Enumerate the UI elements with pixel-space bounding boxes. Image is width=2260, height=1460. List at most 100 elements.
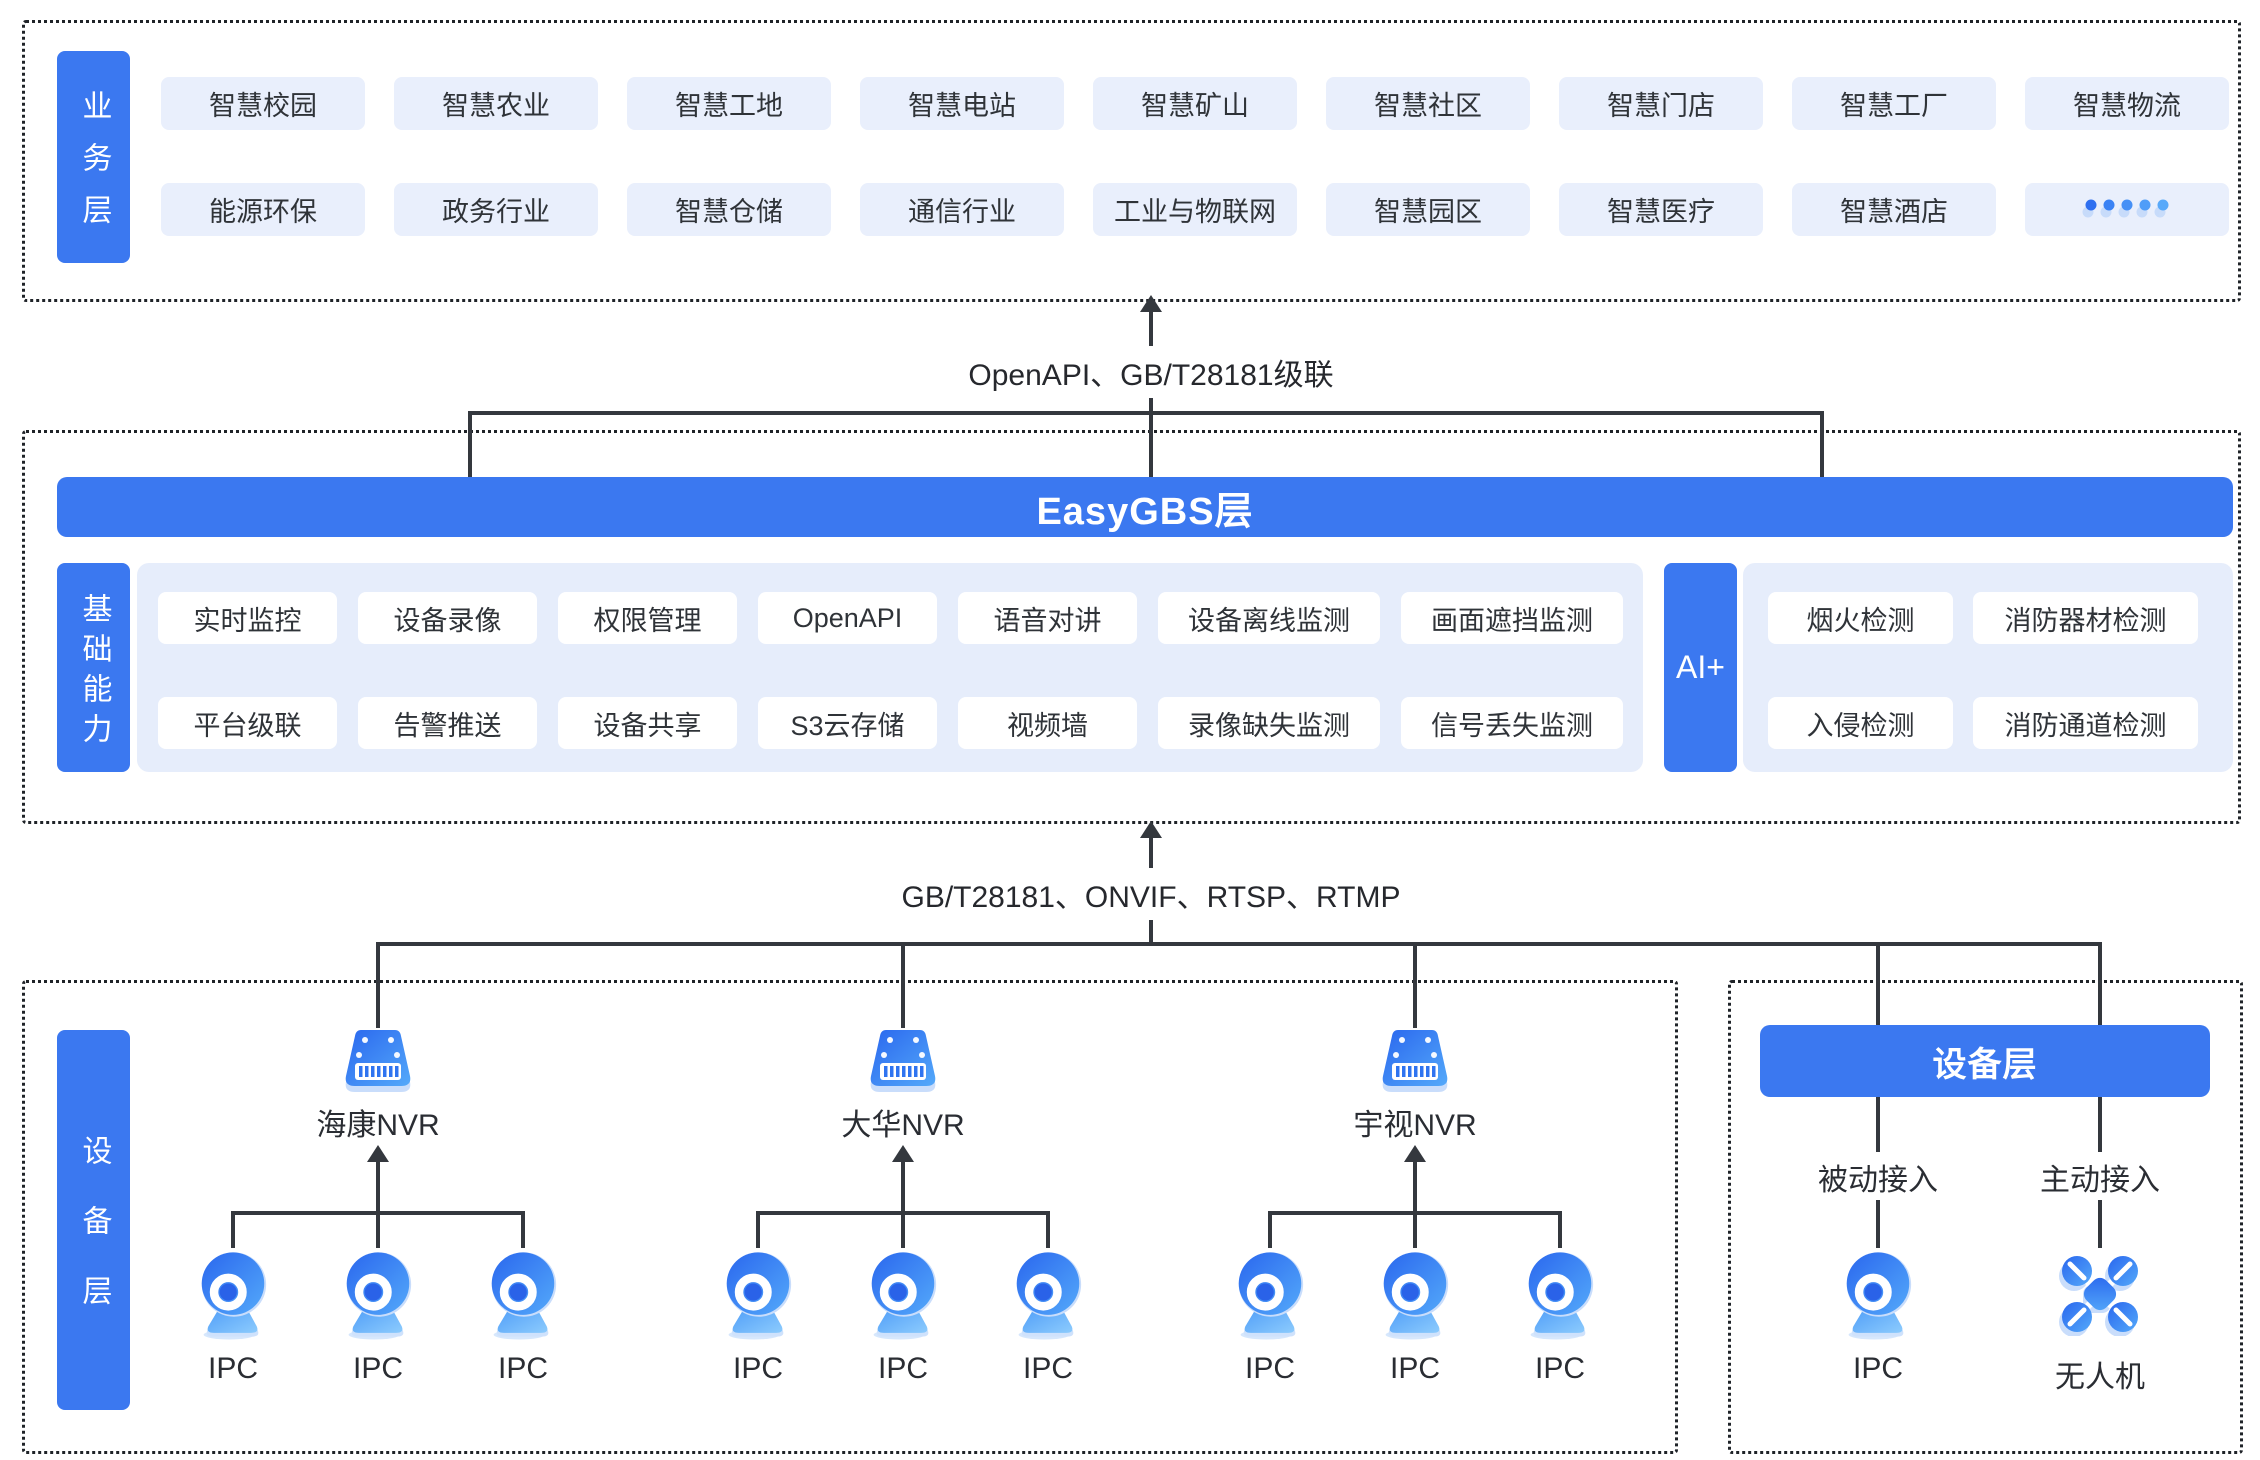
arrow-up-to-nvr	[892, 1145, 914, 1162]
drop-line-uniview	[1413, 942, 1417, 1028]
ipc-label: IPC	[352, 1352, 403, 1385]
ai-chip: 消防通道检测	[1973, 697, 2198, 749]
ipc-label: IPC	[1389, 1352, 1440, 1385]
ipc-label: IPC	[877, 1352, 928, 1385]
nvr-tree-branch	[756, 1211, 760, 1248]
business-chip: 智慧工厂	[1792, 77, 1996, 130]
drone-icon	[2058, 1252, 2142, 1336]
business-layer-label: 业务层	[77, 90, 111, 246]
nvr-tree-stem	[901, 1160, 905, 1248]
nvr-tree-bracket	[756, 1211, 1050, 1215]
business-chip-grid: 智慧校园 智慧农业 智慧工地 智慧电站 智慧矿山 智慧社区 智慧门店 智慧工厂 …	[161, 77, 2229, 236]
ipc-label: IPC	[732, 1352, 783, 1385]
capability-chip: 语音对讲	[958, 592, 1137, 644]
drop-line-dahua	[901, 942, 905, 1028]
nvr-tree-branch	[521, 1211, 525, 1248]
bracket-horizontal	[468, 411, 1824, 415]
ipc-label: IPC	[1244, 1352, 1295, 1385]
nvr-tree-branch	[1046, 1211, 1050, 1248]
protocol-label-top: OpenAPI、GB/T28181级联	[954, 346, 1348, 398]
capabilities-chip-grid: 实时监控 设备录像 权限管理 OpenAPI 语音对讲 设备离线监测 画面遮挡监…	[158, 592, 1623, 749]
drop-line-hikvision	[376, 942, 380, 1028]
ipc-camera-icon	[197, 1248, 269, 1340]
business-chip: 智慧电站	[860, 77, 1064, 130]
easygbs-bar: EasyGBS层	[57, 477, 2233, 537]
capability-chip: 设备离线监测	[1158, 592, 1380, 644]
business-chip: 智慧酒店	[1792, 183, 1996, 236]
business-chip-more	[2025, 183, 2229, 236]
active-device-label: 无人机	[2055, 1361, 2145, 1394]
arrow-up-to-business	[1140, 295, 1162, 312]
active-access-label: 主动接入	[1980, 1155, 2220, 1199]
capability-chip: 录像缺失监测	[1158, 697, 1380, 749]
business-chip: 智慧社区	[1326, 77, 1530, 130]
capability-chip: 告警推送	[358, 697, 537, 749]
drop-line-active-lower	[2098, 1200, 2102, 1248]
nvr-tree-branch	[1558, 1211, 1562, 1248]
ipc-camera-icon	[722, 1248, 794, 1340]
ipc-camera-icon	[1379, 1248, 1451, 1340]
business-chip: 工业与物联网	[1093, 183, 1297, 236]
arrow-up-to-nvr	[1404, 1145, 1426, 1162]
ipc-camera-icon	[867, 1248, 939, 1340]
capability-chip: OpenAPI	[758, 592, 937, 644]
capability-chip: 信号丢失监测	[1401, 697, 1623, 749]
business-chip: 智慧工地	[627, 77, 831, 130]
nvr-icon	[865, 1026, 941, 1098]
ipc-camera-icon	[487, 1248, 559, 1340]
ipc-camera-icon	[1842, 1248, 1914, 1340]
device-layer-right-bar: 设备层	[1760, 1025, 2210, 1097]
business-chip: 能源环保	[161, 183, 365, 236]
ipc-camera-icon	[1524, 1248, 1596, 1340]
protocol-label-bottom: GB/T28181、ONVIF、RTSP、RTMP	[887, 868, 1415, 920]
device-layer-right-title: 设备层	[1932, 1045, 2038, 1084]
capabilities-label: 基础能力	[77, 592, 111, 753]
capability-chip: 视频墙	[958, 697, 1137, 749]
nvr-tree-bracket	[231, 1211, 525, 1215]
device-layer-label: 设备层	[77, 1135, 111, 1345]
capability-chip: 实时监控	[158, 592, 337, 644]
ai-chip: 入侵检测	[1768, 697, 1953, 749]
nvr-label: 大华NVR	[841, 1109, 965, 1142]
passive-device-label: IPC	[1852, 1352, 1903, 1385]
ipc-camera-icon	[1012, 1248, 1084, 1340]
arrow-up-to-nvr	[367, 1145, 389, 1162]
platform-layer-box	[22, 430, 2241, 824]
drop-line-passive-lower	[1876, 1200, 1880, 1248]
capability-chip: S3云存储	[758, 697, 937, 749]
nvr-tree-bracket	[1268, 1211, 1562, 1215]
device-layer-right-box	[1728, 980, 2243, 1454]
nvr-icon	[340, 1026, 416, 1098]
business-chip: 智慧农业	[394, 77, 598, 130]
ai-chip: 烟火检测	[1768, 592, 1953, 644]
nvr-tree-stem	[1413, 1160, 1417, 1248]
arrow-up-to-platform	[1140, 821, 1162, 838]
ipc-label: IPC	[1534, 1352, 1585, 1385]
bracket-vertical-left	[468, 411, 472, 477]
business-layer-bar: 业务层	[57, 51, 130, 263]
business-chip: 智慧仓储	[627, 183, 831, 236]
nvr-tree-stem	[376, 1160, 380, 1248]
business-chip: 智慧矿山	[1093, 77, 1297, 130]
business-chip: 智慧校园	[161, 77, 365, 130]
capability-chip: 平台级联	[158, 697, 337, 749]
ai-chip: 消防器材检测	[1973, 592, 2198, 644]
ellipsis-dots-icon	[2081, 197, 2173, 223]
business-chip: 政务行业	[394, 183, 598, 236]
ipc-label: IPC	[497, 1352, 548, 1385]
capability-chip: 画面遮挡监测	[1401, 592, 1623, 644]
business-chip: 通信行业	[860, 183, 1064, 236]
ipc-camera-icon	[342, 1248, 414, 1340]
business-layer-box	[22, 20, 2241, 302]
nvr-label: 宇视NVR	[1353, 1109, 1477, 1142]
business-chip: 智慧物流	[2025, 77, 2229, 130]
capability-chip: 设备录像	[358, 592, 537, 644]
easygbs-title: EasyGBS层	[1036, 490, 1254, 533]
bracket-vertical-right	[1820, 411, 1824, 477]
distribution-line	[376, 942, 2102, 946]
ipc-label: IPC	[1022, 1352, 1073, 1385]
passive-access-label: 被动接入	[1758, 1155, 1998, 1199]
nvr-tree-branch	[231, 1211, 235, 1248]
capabilities-bar: 基础能力	[57, 563, 130, 772]
